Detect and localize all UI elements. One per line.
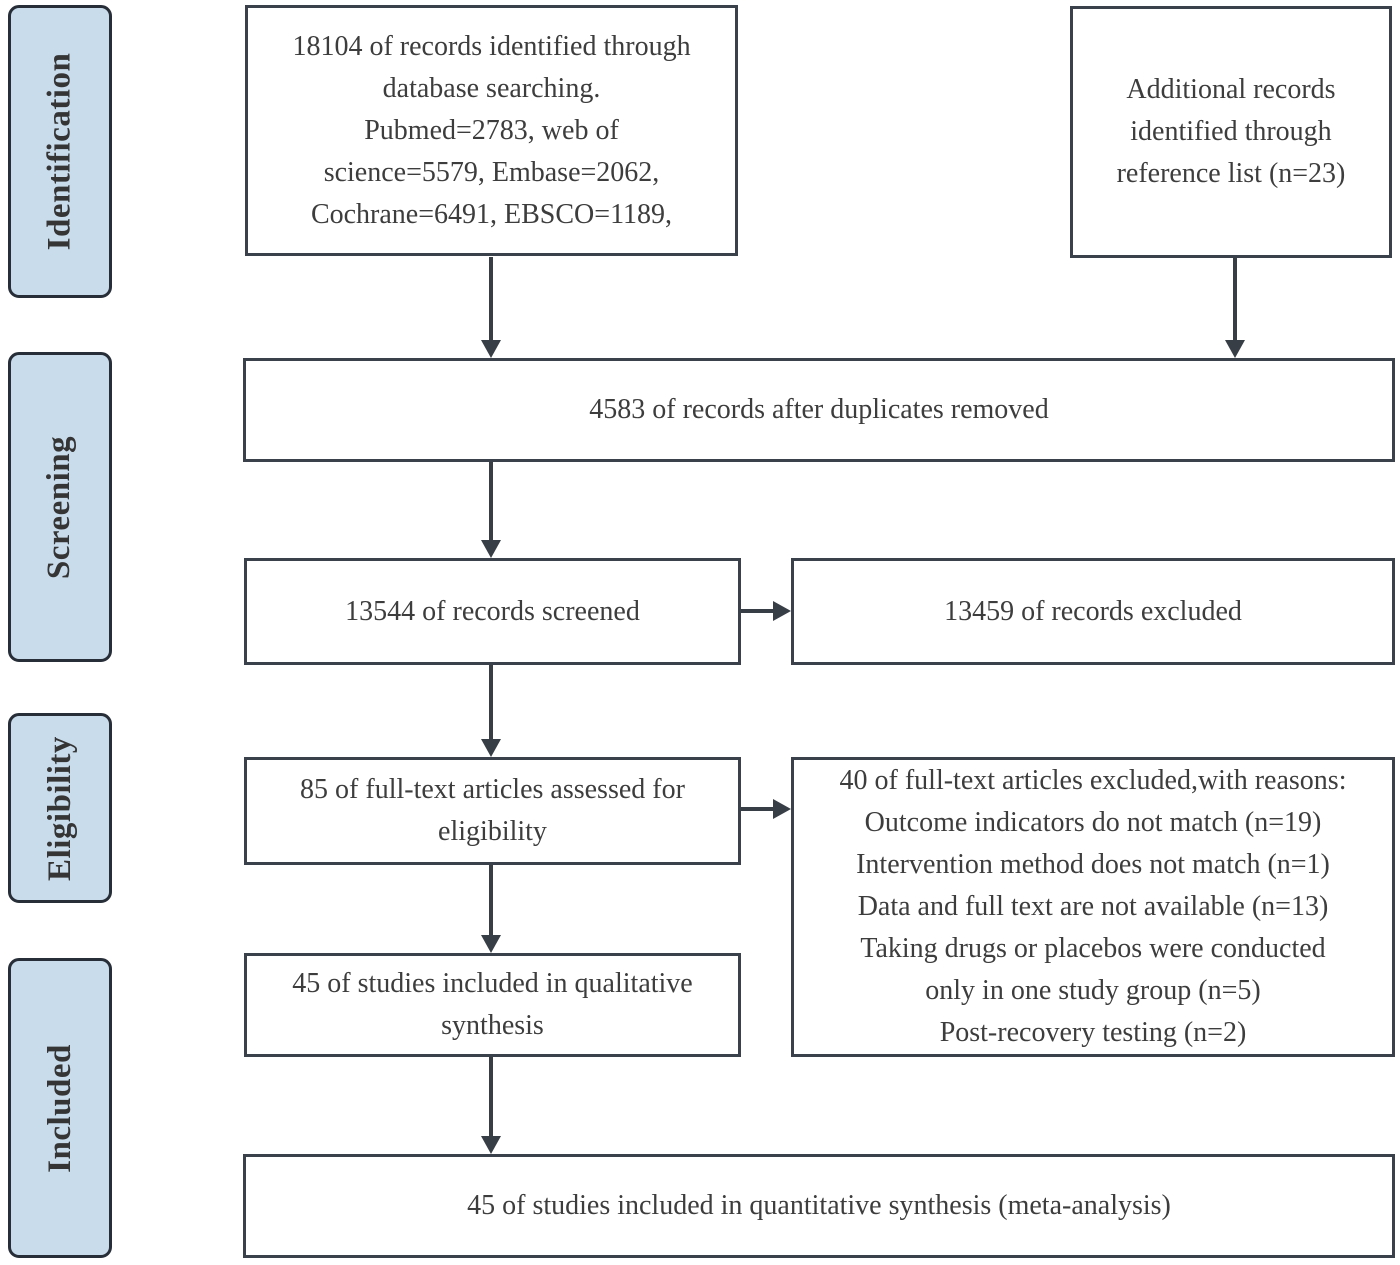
arrow-down-icon <box>481 1057 501 1154</box>
box-fulltext-assessed: 85 of full-text articles assessed for el… <box>244 757 741 865</box>
arrow-down-icon <box>1225 258 1245 358</box>
arrow-head <box>773 601 791 621</box>
arrow-head <box>481 540 501 558</box>
arrow-shaft <box>489 865 493 938</box>
box-duplicates-removed: 4583 of records after duplicates removed <box>243 358 1395 462</box>
arrow-head <box>1225 340 1245 358</box>
arrow-head <box>481 935 501 953</box>
stage-eligibility-label: Eligibility <box>41 735 78 881</box>
stage-included: Included <box>8 958 112 1258</box>
box-records-screened: 13544 of records screened <box>244 558 741 665</box>
arrow-head <box>481 739 501 757</box>
arrow-shaft <box>489 462 493 543</box>
box-fulltext-excluded-reasons: 40 of full-text articles excluded,with r… <box>791 757 1395 1057</box>
arrow-down-icon <box>481 865 501 953</box>
arrow-right-icon <box>741 601 791 621</box>
stage-included-label: Included <box>41 1043 78 1173</box>
arrow-down-icon <box>481 665 501 757</box>
arrow-shaft <box>489 257 493 343</box>
box-records-excluded: 13459 of records excluded <box>791 558 1395 665</box>
box-qualitative-synthesis: 45 of studies included in qualitative sy… <box>244 953 741 1057</box>
arrow-down-icon <box>481 257 501 358</box>
box-quantitative-synthesis: 45 of studies included in quantitative s… <box>243 1154 1395 1258</box>
arrow-down-icon <box>481 462 501 558</box>
arrow-shaft <box>741 807 776 811</box>
arrow-shaft <box>489 665 493 742</box>
stage-identification: Identification <box>8 5 112 298</box>
box-records-identified: 18104 of records identified through data… <box>245 5 738 256</box>
arrow-right-icon <box>741 799 791 819</box>
arrow-shaft <box>489 1057 493 1139</box>
box-additional-records: Additional records identified through re… <box>1070 6 1392 258</box>
arrow-shaft <box>1233 258 1237 343</box>
stage-eligibility: Eligibility <box>8 713 112 903</box>
arrow-shaft <box>741 609 776 613</box>
arrow-head <box>481 340 501 358</box>
stage-identification-label: Identification <box>41 52 78 251</box>
stage-screening: Screening <box>8 352 112 662</box>
stage-screening-label: Screening <box>41 435 78 579</box>
arrow-head <box>773 799 791 819</box>
arrow-head <box>481 1136 501 1154</box>
